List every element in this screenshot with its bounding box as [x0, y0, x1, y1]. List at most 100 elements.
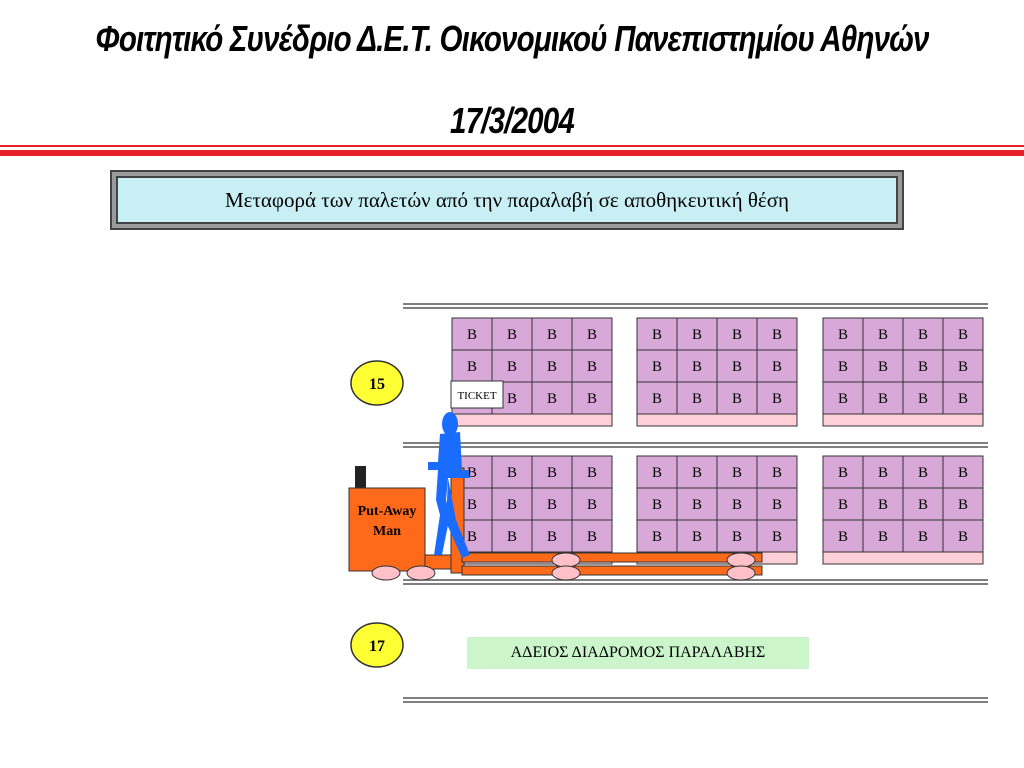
pallet-label: B: [918, 359, 928, 375]
pallet-label: B: [958, 497, 968, 513]
pallet-cell: [756, 317, 798, 351]
aisle-badge-circle: [350, 360, 404, 406]
pallet-label: B: [587, 497, 597, 513]
pallet-cell: [862, 487, 904, 521]
pallet-base: [636, 413, 798, 427]
pallet-cell: [822, 487, 864, 521]
pallet-cell: [636, 317, 678, 351]
pallet-cell: [716, 487, 758, 521]
pallet-cell: [636, 455, 678, 489]
pallet-label: B: [467, 465, 477, 481]
pallet-label: B: [958, 327, 968, 343]
forklift-wheel: [551, 552, 581, 568]
pallet-label: B: [732, 465, 742, 481]
pallet-label: B: [507, 327, 517, 343]
worker-leg: [446, 478, 470, 558]
pallet-label: B: [467, 327, 477, 343]
pallet-label: B: [587, 327, 597, 343]
pallet-label: B: [692, 391, 702, 407]
pallet-label: B: [918, 391, 928, 407]
forklift-fork-upper: [461, 552, 763, 563]
page-title: Φοιτητικό Συνέδριο Δ.Ε.Τ. Οικονομικού Πα…: [95, 18, 929, 59]
pallet-label: B: [772, 391, 782, 407]
pallet-label: B: [652, 497, 662, 513]
pallet-cell: [862, 519, 904, 553]
pallet-label: B: [838, 327, 848, 343]
forklift-label-line2: Man: [373, 524, 401, 539]
pallet-label: B: [878, 465, 888, 481]
pallet-cell: [571, 519, 613, 553]
pallet-cell: [491, 455, 533, 489]
ticket: TICKET: [450, 380, 504, 409]
pallet-cell: [822, 381, 864, 415]
pallet-base: [822, 413, 984, 427]
pallet-cell: [531, 487, 573, 521]
ticket-label: TICKET: [457, 390, 496, 402]
pallet-label: B: [732, 497, 742, 513]
pallet-base: [451, 413, 613, 427]
pallet-label: B: [587, 391, 597, 407]
pallet-label: B: [958, 359, 968, 375]
pallet-label: B: [507, 529, 517, 545]
pallet-cell: [716, 381, 758, 415]
pallet-label: B: [838, 359, 848, 375]
pallet-label: B: [838, 497, 848, 513]
pallet-cell: [756, 349, 798, 383]
forklift-label-line1: Put-Away: [358, 504, 417, 519]
pallet-label: B: [772, 465, 782, 481]
pallet-label: B: [547, 497, 557, 513]
pallet-cell: [571, 349, 613, 383]
pallet-label: B: [772, 327, 782, 343]
pallet-cell: [756, 381, 798, 415]
pallet-cell: [756, 455, 798, 489]
pallet-cell: [902, 317, 944, 351]
ticket-box: [450, 380, 504, 409]
pallet-cell: [531, 381, 573, 415]
header-divider-thick: [0, 150, 1024, 156]
aisle-badge-circle: [350, 622, 404, 668]
pallet-label: B: [878, 391, 888, 407]
pallet-label: B: [692, 529, 702, 545]
pallet-cell: [902, 349, 944, 383]
pallet-label: B: [732, 529, 742, 545]
page-date: 17/3/2004: [450, 100, 575, 141]
pallet-label: B: [652, 529, 662, 545]
pallet-label: B: [692, 327, 702, 343]
pallet-cell: [756, 519, 798, 553]
aisle-badge-label: 17: [369, 638, 385, 655]
pallet-label: B: [838, 465, 848, 481]
pallet-cell: [942, 455, 984, 489]
pallet-label: B: [838, 391, 848, 407]
pallet-label: B: [507, 359, 517, 375]
forklift-wheel: [406, 565, 436, 581]
pallet-label: B: [692, 497, 702, 513]
forklift-body: [348, 487, 426, 572]
pallet-cell: [571, 455, 613, 489]
pallet-label: B: [918, 529, 928, 545]
pallet-cell: [756, 487, 798, 521]
pallet-label: B: [652, 359, 662, 375]
pallet-label: B: [918, 327, 928, 343]
pallet-label: B: [652, 327, 662, 343]
pallet-cell: [571, 381, 613, 415]
pallet-cell: [716, 317, 758, 351]
pallet-label: B: [547, 327, 557, 343]
pallet-cell: [862, 349, 904, 383]
pallet-label: B: [467, 359, 477, 375]
forklift-wheel: [726, 552, 756, 568]
pallet-cell: [942, 487, 984, 521]
pallet-label: B: [838, 529, 848, 545]
pallet-label: B: [772, 529, 782, 545]
pallet-label: B: [547, 465, 557, 481]
forklift-wheel: [726, 565, 756, 581]
pallet-label: B: [547, 359, 557, 375]
pallet-cell: [822, 349, 864, 383]
pallet-label: B: [507, 497, 517, 513]
